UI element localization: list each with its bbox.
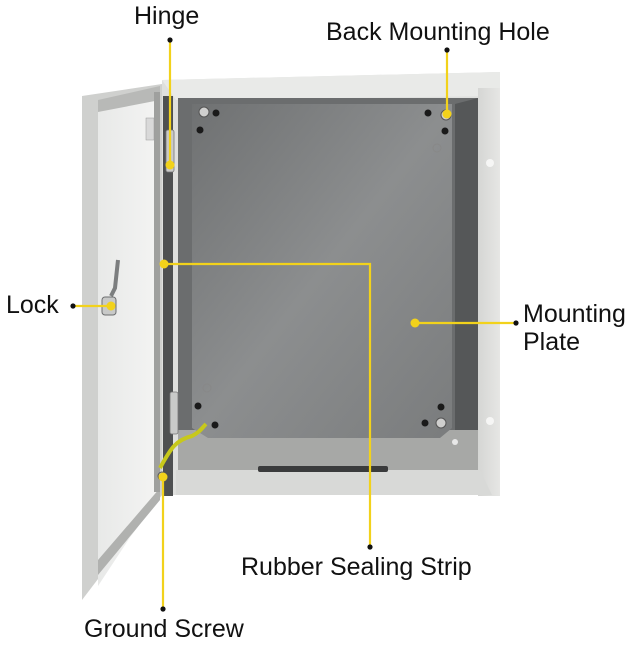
cable-slot xyxy=(258,466,388,472)
label-mounting-plate-line2: Plate xyxy=(523,328,580,356)
enclosure-body xyxy=(162,72,500,496)
enclosure-door xyxy=(82,84,208,600)
label-ground-screw: Ground Screw xyxy=(84,615,244,643)
rubber-sealing-strip xyxy=(163,96,173,496)
label-lock: Lock xyxy=(6,291,59,319)
label-mounting-plate-line1: Mounting xyxy=(523,300,626,328)
callout-lines xyxy=(73,40,516,609)
label-rubber-sealing-strip: Rubber Sealing Strip xyxy=(241,553,472,581)
callout-endpoints xyxy=(70,37,519,612)
label-back-mounting-hole: Back Mounting Hole xyxy=(326,18,550,46)
label-hinge: Hinge xyxy=(134,2,200,30)
ground-wire xyxy=(158,422,208,469)
mounting-plate xyxy=(192,104,458,445)
